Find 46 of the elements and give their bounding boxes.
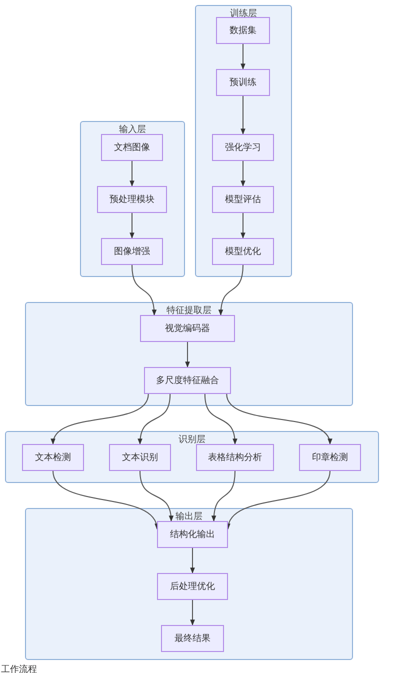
- arrow: [240, 160, 246, 187]
- process-box: 图像增强: [101, 238, 163, 265]
- process-box: 文本检测: [22, 444, 84, 471]
- arrow: [52, 470, 158, 530]
- arrow: [226, 470, 330, 530]
- process-box: 多尺度特征融合: [144, 367, 231, 394]
- arrow: [132, 264, 156, 316]
- arrow: [130, 212, 134, 239]
- process-box: 最终结果: [161, 625, 224, 652]
- layer-title: 特征提取层: [166, 306, 212, 316]
- arrow: [218, 264, 244, 316]
- process-box: 视觉编码器: [140, 315, 235, 342]
- arrow: [185, 342, 190, 368]
- layer-panel: [80, 121, 185, 277]
- process-box: 强化学习: [212, 134, 274, 161]
- process-box: 文本识别: [109, 444, 171, 471]
- arrow: [52, 394, 149, 445]
- process-box: 表格结构分析: [196, 444, 274, 471]
- arrow: [240, 96, 246, 135]
- layer-title: 输入层: [119, 125, 146, 135]
- arrow: [190, 548, 195, 574]
- layer-title: 识别层: [178, 435, 206, 445]
- caption: 工作流程: [1, 664, 37, 673]
- process-box: 文档图像: [101, 134, 163, 161]
- layer-title: 输出层: [176, 512, 202, 522]
- arrow: [240, 212, 246, 239]
- process-box: 模型评估: [212, 186, 274, 213]
- arrow: [138, 394, 171, 445]
- layer-panel: [5, 431, 379, 483]
- arrow: [240, 44, 246, 70]
- process-box: 结构化输出: [157, 521, 228, 548]
- layer-panel: [25, 302, 353, 406]
- layer-panel: [25, 508, 353, 660]
- process-box: 后处理优化: [157, 573, 228, 600]
- arrow: [190, 600, 195, 626]
- arrow: [204, 394, 237, 445]
- arrow: [130, 160, 134, 187]
- process-box: 预处理模块: [97, 186, 167, 213]
- process-box: 模型优化: [212, 238, 274, 265]
- arrow: [140, 470, 174, 522]
- process-box: 数据集: [216, 17, 270, 44]
- process-box: 印章检测: [299, 444, 361, 471]
- layer-panel: [195, 5, 292, 277]
- arrow: [212, 470, 236, 522]
- arrow: [226, 394, 331, 445]
- process-box: 预训练: [216, 69, 270, 96]
